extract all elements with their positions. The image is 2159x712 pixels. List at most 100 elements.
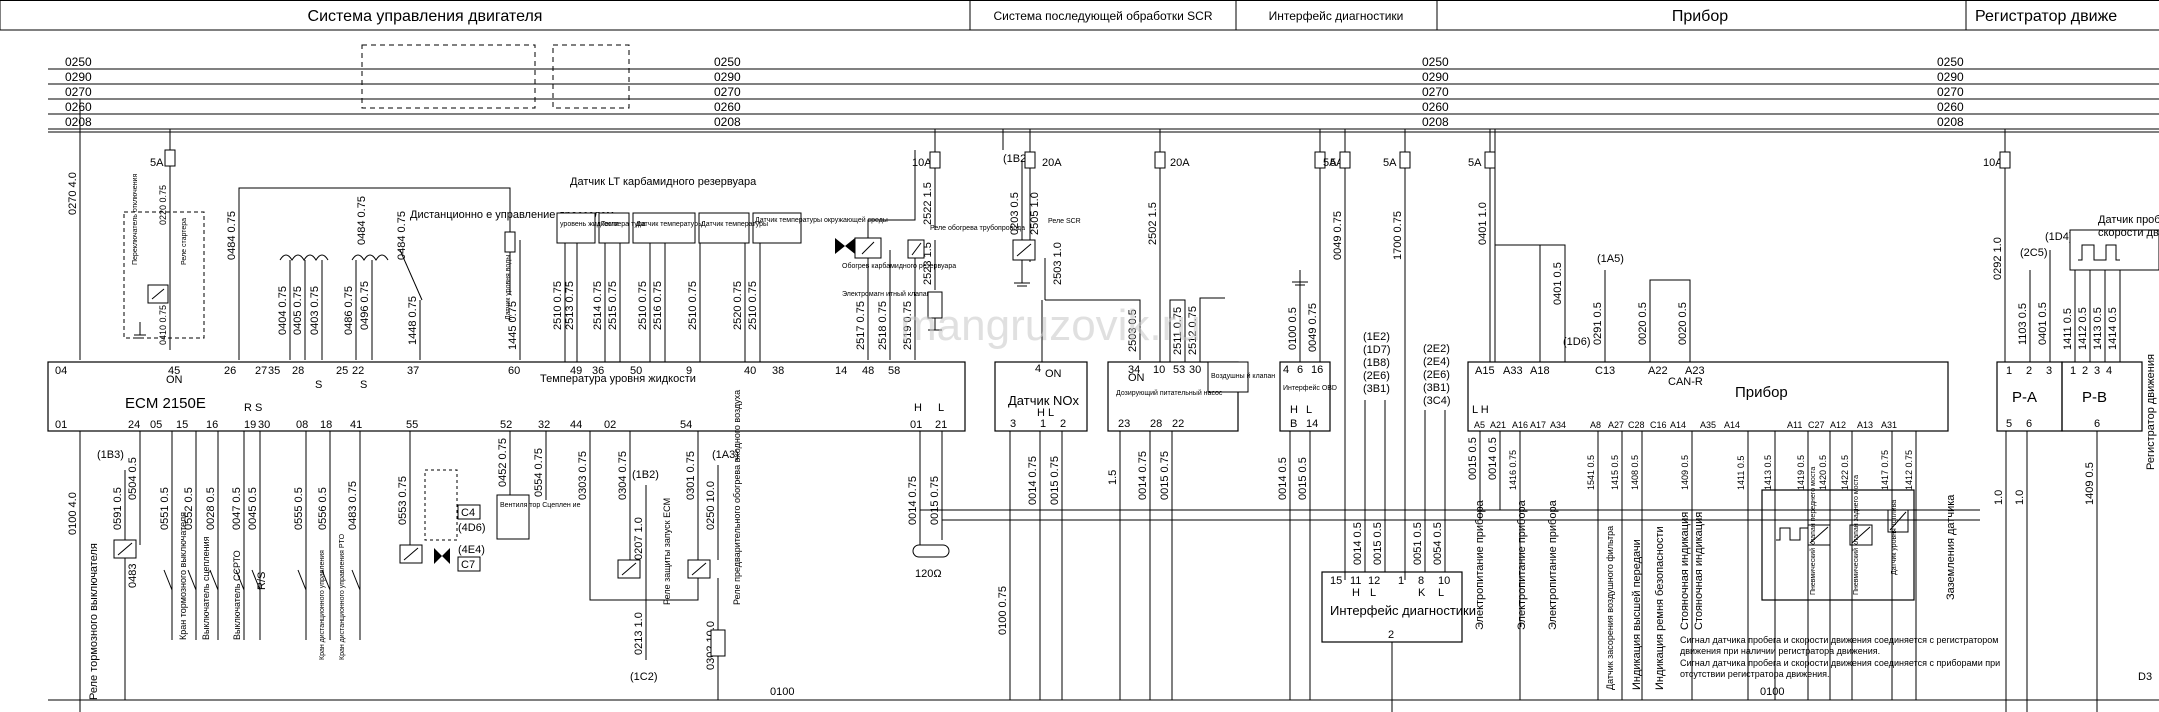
instrument-bottom-pin: A34	[1550, 420, 1566, 430]
fan-label: Вентиля тор Сцеплен ие	[500, 502, 581, 509]
obd-interface: 0100 0.5 5A 0049 0.75 4 6 16 Интерфейс O…	[1279, 129, 1344, 432]
obd-t2: 6	[1297, 364, 1303, 376]
c4-sub: (4D6)	[458, 522, 486, 534]
inst-label-3: Электропитание прибора	[1547, 499, 1559, 630]
recorder-wire-label: 1412 0.5	[2077, 307, 2089, 350]
conn-1d7: (1D7)	[1363, 344, 1391, 356]
ecm-l: L	[938, 402, 944, 414]
instrument-wire-label: 1541 0.5	[1586, 455, 1596, 490]
bus-0290-b: 0290	[714, 70, 741, 84]
switch-wire-label: 0045 0.5	[247, 487, 259, 530]
switch-wire-label: 0556 0.5	[317, 487, 329, 530]
can-label: CAN-R	[1668, 376, 1703, 388]
instrument-bottom-pin: A35	[1700, 420, 1716, 430]
wire-0484-c: 0484 0.75	[396, 211, 408, 260]
wire-2503b: 2503 0.5	[1127, 309, 1139, 352]
bus-0208-a: 0208	[65, 115, 92, 129]
sw-2-label: Выключатель сцепления	[201, 536, 211, 640]
lt-sub-3-label: Датчик температуры	[636, 221, 703, 228]
conn-1a3: (1A3)	[712, 449, 739, 461]
lt-sub-4-label: Датчик температуры	[701, 221, 768, 228]
lt-sub-5	[752, 212, 802, 244]
bus-0290-d: 0290	[1937, 70, 1964, 84]
fuse-20a-2: 20A	[1170, 157, 1190, 169]
wire-0014-f: 0014 0.5	[1487, 437, 1499, 480]
instrument-wire-label: 1415 0.5	[1610, 455, 1620, 490]
bus-0250-a: 0250	[65, 55, 92, 69]
fuse-10a-1: 10A	[912, 157, 932, 169]
wire-0020b: 0020 0.5	[1677, 302, 1689, 345]
recorder-wire-label: 1414 0.5	[2107, 307, 2119, 350]
left-supply: 0270 4.0 5A 0220 0.75 Переключатель откл…	[67, 99, 205, 360]
ecm-bottom-pin: 05	[150, 419, 162, 431]
instrument-bottom-pin: A12	[1830, 420, 1846, 430]
sw-5-label: Кран дистанционного управления PTO	[339, 533, 346, 660]
instrument-bottom-pin: A21	[1490, 420, 1506, 430]
scr-relay-block: (1B2) 20A 0203 0.5 2505 1.0 Реле SCR 250…	[1002, 129, 1141, 360]
dose-t2: 10	[1153, 364, 1165, 376]
instrument-bottom-pin: A14	[1670, 420, 1686, 430]
diag-l: L	[1370, 587, 1376, 599]
wire-0410: 0410 0.75	[158, 305, 168, 345]
rec-p8: 5	[2006, 418, 2012, 430]
air-valve-box	[1207, 361, 1249, 393]
fuse-20a-1: 20A	[1042, 157, 1062, 169]
conn-3c4: (3C4)	[1423, 395, 1451, 407]
wire-0304: 0304 0.75	[617, 451, 629, 500]
ecm-name: ECM 2150E	[125, 395, 206, 412]
bus-0260-b: 0260	[714, 100, 741, 114]
recorder-wire-label: 1411 0.5	[2062, 308, 2074, 350]
conn-1b8: (1B8)	[1363, 357, 1390, 369]
ecm-top-pin: 36	[592, 365, 604, 377]
bus-0208-c: 0208	[1422, 115, 1449, 129]
header-instrument: Прибор	[1672, 8, 1728, 25]
conn-1d4: (1D4)	[2045, 231, 2073, 243]
lt-wire-label: 2516 0.75	[652, 281, 664, 330]
recorder-block: 10A 0292 1.0 (2C5) (1D4) 1103 0.5 0401 0…	[1983, 129, 2159, 712]
water-level-sensor	[504, 231, 516, 253]
bus-0250-b: 0250	[714, 55, 741, 69]
rec-p7: 4	[2106, 365, 2112, 377]
ecm-bottom-pin: 54	[680, 419, 692, 431]
fuel-sensor-label: Датчик уровня топлива	[1891, 500, 1898, 575]
rec-p1: 1	[2006, 365, 2012, 377]
switch-contact	[187, 569, 197, 591]
wire-0015-c: 0015 0.75	[1159, 451, 1171, 500]
bus-0260-c: 0260	[1422, 100, 1449, 114]
nox-pin-top: 4	[1035, 363, 1041, 375]
wire-0015d: 0015 0.5	[1372, 522, 1384, 565]
ignition-dashed-box	[123, 211, 205, 339]
diag-interface: 15 11 12 1 8 10 H L K L Интерфейс диагно…	[1321, 400, 1476, 712]
dosing-box	[1107, 361, 1239, 432]
ecm-s2: S	[315, 379, 322, 391]
ecm-bottom-pin: 08	[296, 419, 308, 431]
ecm-bottom-pin: 15	[176, 419, 188, 431]
pipe-heat-label: Реле обогрева трубопровода	[930, 224, 1025, 232]
instrument-bottom-pin: A8	[1590, 420, 1601, 430]
wire-0014d: 0014 0.5	[1352, 522, 1364, 565]
ecm-top-pin: 48	[862, 365, 874, 377]
valve-label: Электромагн итный клапан	[842, 290, 931, 298]
lt-sub-2	[598, 212, 630, 244]
ecm-bottom-pin: 21	[935, 419, 947, 431]
throttle-block: 0484 0.75 0484 0.75 0484 0.75 Дистанцион…	[226, 187, 614, 360]
ecm-bottom-pin: 24	[128, 419, 140, 431]
instrument-bottom-pin: A31	[1881, 420, 1897, 430]
fuse-5a-4: 5A	[1383, 157, 1397, 169]
ecm-top-pin: 45	[168, 365, 180, 377]
inst-label-8: Стояночная индикация	[1693, 512, 1705, 630]
wire-2519: 2519 0.75	[902, 301, 914, 350]
nox-pin-b2: 1	[1040, 418, 1046, 430]
lt-sub-3	[632, 212, 696, 244]
diag-feeds: 5A 0049 0.75 5A 1700 0.75 (1E2) (1D7) (1…	[1323, 129, 1451, 580]
wire-2523: 2523 1.5	[922, 242, 934, 285]
switch-contact	[235, 569, 245, 591]
wire-0014-e: 0014 0.5	[1277, 457, 1289, 500]
rec-p5: 2	[2082, 365, 2088, 377]
bus-0208-b: 0208	[714, 115, 741, 129]
obd-b4: 14	[1306, 418, 1318, 430]
wire-2522: 2522 1.5	[922, 182, 934, 225]
